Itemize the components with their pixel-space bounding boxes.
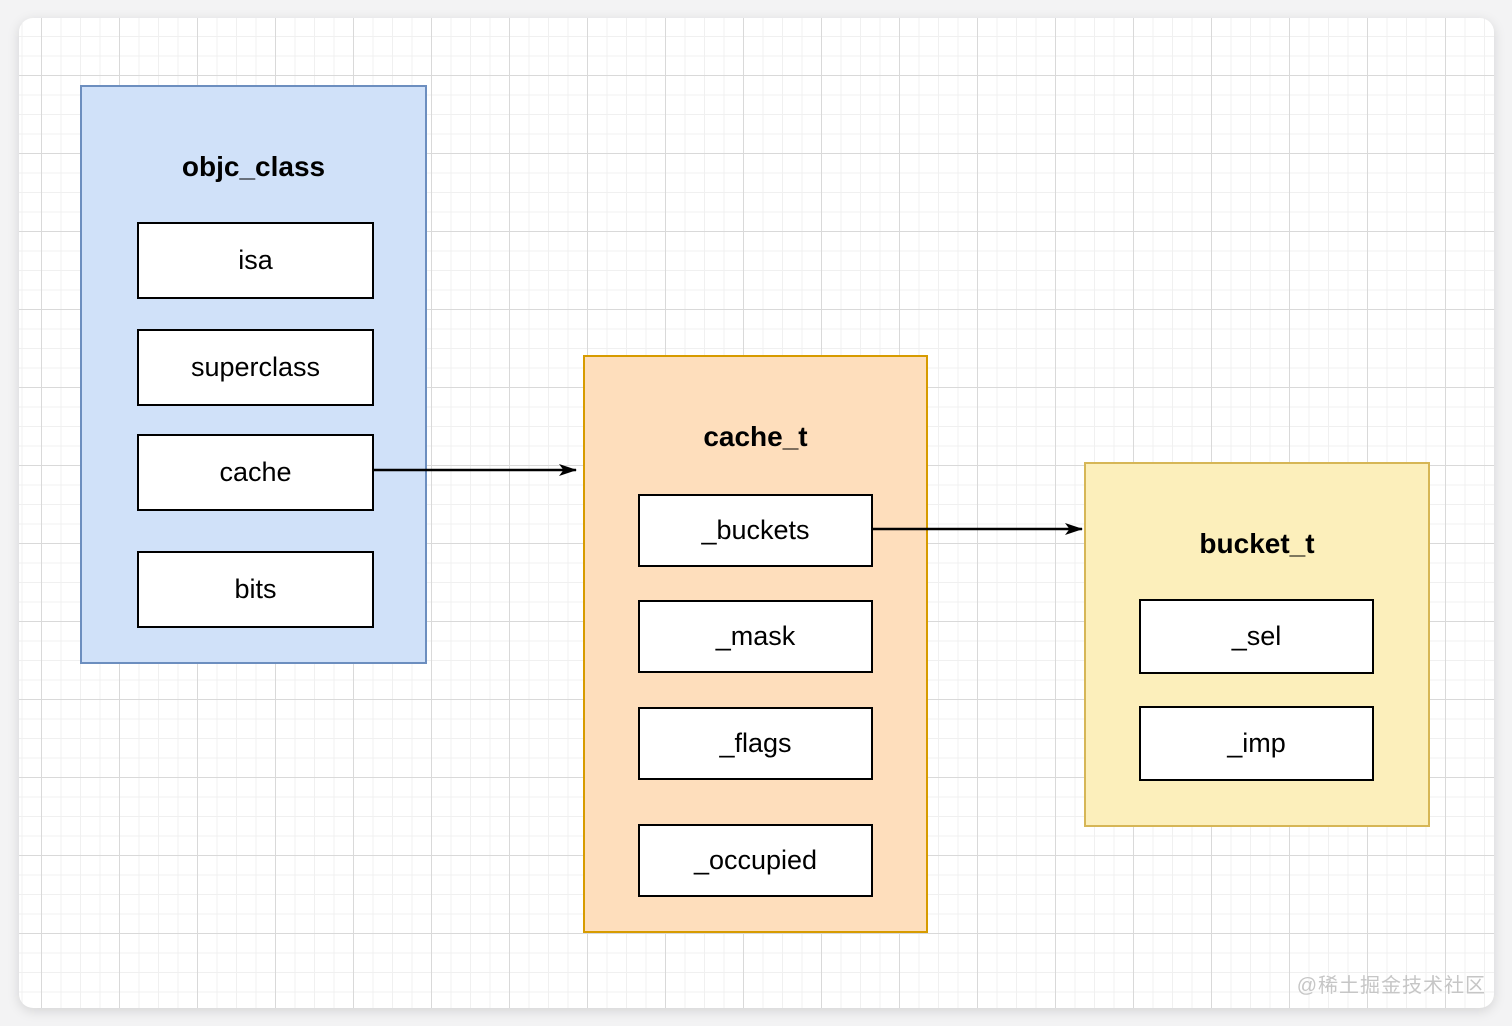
watermark: @稀土掘金技术社区 bbox=[1296, 975, 1486, 997]
field-mask: _mask bbox=[638, 600, 873, 673]
field-bits: bits bbox=[137, 551, 374, 628]
diagram-canvas: objc_class isa superclass cache bits cac… bbox=[19, 18, 1494, 1008]
node-bucket-t: bucket_t _sel _imp bbox=[1084, 462, 1430, 827]
field-sel: _sel bbox=[1139, 599, 1374, 674]
node-cache-t-title: cache_t bbox=[703, 421, 808, 452]
field-isa: isa bbox=[137, 222, 374, 299]
field-superclass: superclass bbox=[137, 329, 374, 406]
node-objc-class-title: objc_class bbox=[181, 151, 326, 182]
node-objc-class: objc_class isa superclass cache bits bbox=[80, 85, 427, 664]
node-cache-t: cache_t _buckets _mask _flags _occupied bbox=[583, 355, 928, 933]
field-flags: _flags bbox=[638, 707, 873, 780]
field-cache: cache bbox=[137, 434, 374, 511]
node-bucket-t-title: bucket_t bbox=[1199, 528, 1315, 559]
field-imp: _imp bbox=[1139, 706, 1374, 781]
field-occupied: _occupied bbox=[638, 824, 873, 897]
field-buckets: _buckets bbox=[638, 494, 873, 567]
